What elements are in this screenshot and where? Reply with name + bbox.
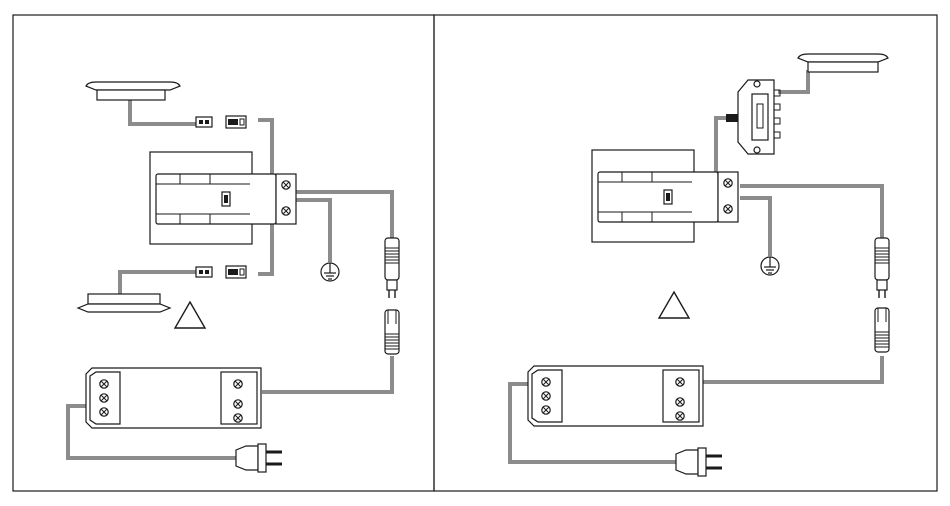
wire-switch-to-plug: [740, 186, 882, 240]
led-light-right: [798, 54, 888, 72]
led-light-top: [86, 82, 180, 100]
switch-unit-left: [150, 152, 296, 244]
wire-socket-to-driver: [696, 356, 882, 382]
wire-connector-top: [258, 120, 272, 176]
wire-distributor-to-switch: [716, 118, 726, 176]
wire-light-to-distributor: [778, 70, 808, 92]
wire-ground: [740, 198, 770, 256]
warning-triangle-icon: [659, 292, 689, 318]
inline-socket-right: [875, 308, 889, 352]
wire-light-top: [130, 98, 196, 124]
led-driver-right: [528, 366, 703, 426]
wire-ground: [296, 200, 330, 262]
inline-plug-left: [385, 238, 399, 298]
distributor-box: [726, 80, 780, 154]
mains-plug-left: [236, 444, 282, 472]
inline-plug-right: [875, 238, 889, 298]
led-light-bottom: [78, 294, 170, 312]
connector-pair-top: [196, 116, 246, 128]
mains-plug-right: [676, 448, 722, 476]
wire-connector-bottom: [258, 222, 272, 274]
ground-icon: [761, 257, 779, 275]
left-panel: [68, 82, 399, 472]
led-driver-left: [86, 368, 261, 428]
ground-icon: [321, 263, 339, 281]
inline-socket-left: [385, 310, 399, 354]
warning-triangle-icon: [175, 302, 205, 328]
right-panel: [510, 54, 889, 476]
connector-pair-bottom: [196, 266, 246, 278]
wire-socket-to-driver: [262, 356, 392, 392]
